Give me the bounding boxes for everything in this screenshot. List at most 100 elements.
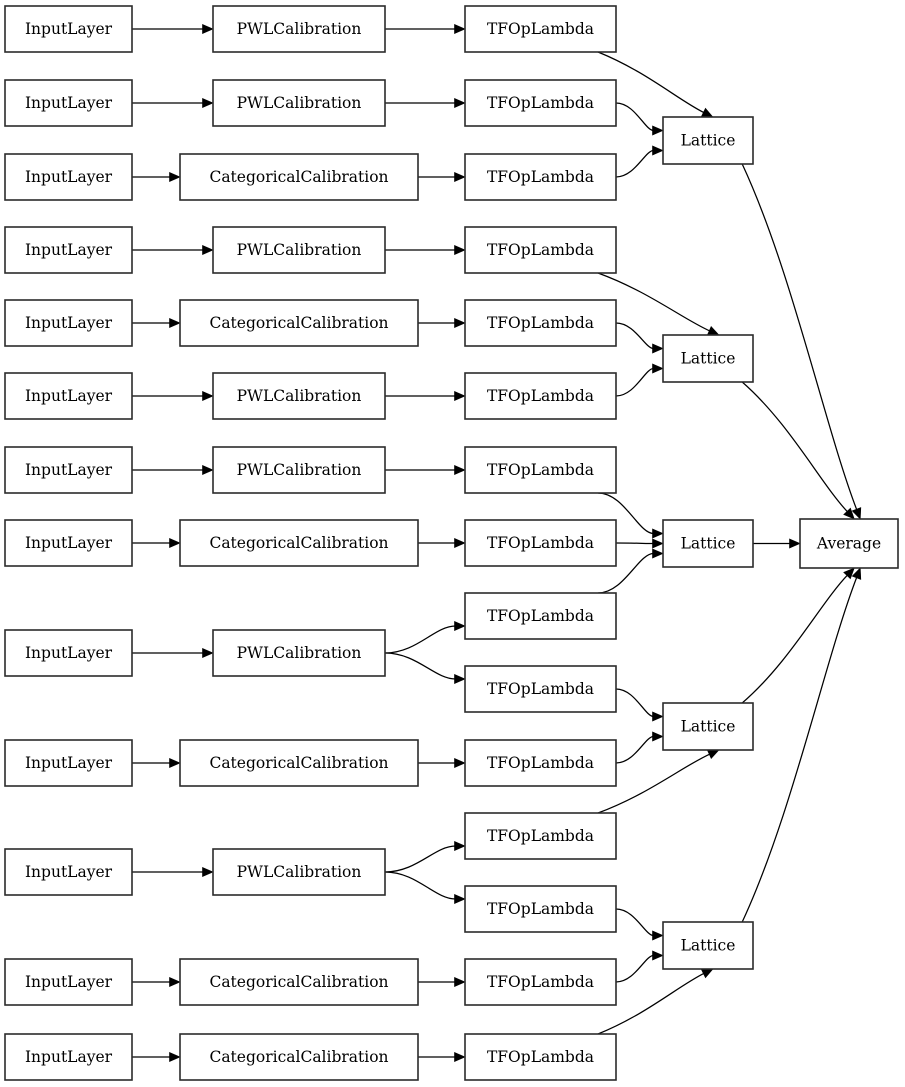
node-box[interactable]	[212, 226, 386, 274]
node-box[interactable]	[212, 372, 386, 420]
node-pwl-cal6[interactable]: PWLCalibration	[212, 372, 386, 420]
node-box[interactable]	[212, 446, 386, 494]
node-tfop-op7[interactable]: TFOpLambda	[464, 446, 617, 494]
node-categorical-cal3[interactable]: CategoricalCalibration	[179, 153, 419, 201]
node-categorical-cal5[interactable]: CategoricalCalibration	[179, 299, 419, 347]
node-box[interactable]	[464, 665, 617, 713]
node-box[interactable]	[179, 153, 419, 201]
node-tfop-op4[interactable]: TFOpLambda	[464, 226, 617, 274]
edge-op15-to-lat5	[597, 972, 705, 1035]
node-box[interactable]	[4, 958, 133, 1006]
node-box[interactable]	[212, 629, 386, 677]
node-box[interactable]	[464, 739, 617, 787]
node-input-in1[interactable]: InputLayer	[4, 5, 133, 53]
node-label: TFOpLambda	[487, 754, 594, 772]
node-lattice-lat5[interactable]: Lattice	[662, 921, 754, 970]
node-categorical-cal10[interactable]: CategoricalCalibration	[179, 739, 419, 787]
node-box[interactable]	[212, 5, 386, 53]
node-box[interactable]	[662, 921, 754, 970]
node-box[interactable]	[4, 519, 133, 567]
node-input-in3[interactable]: InputLayer	[4, 153, 133, 201]
node-categorical-cal13[interactable]: CategoricalCalibration	[179, 1033, 419, 1081]
node-box[interactable]	[464, 153, 617, 201]
node-lattice-lat2[interactable]: Lattice	[662, 334, 754, 383]
node-pwl-cal7[interactable]: PWLCalibration	[212, 446, 386, 494]
node-box[interactable]	[179, 299, 419, 347]
node-box[interactable]	[179, 1033, 419, 1081]
node-input-in10[interactable]: InputLayer	[4, 739, 133, 787]
node-input-in12[interactable]: InputLayer	[4, 958, 133, 1006]
node-box[interactable]	[464, 592, 617, 640]
node-box[interactable]	[464, 5, 617, 53]
node-tfop-op8[interactable]: TFOpLambda	[464, 519, 617, 567]
node-lattice-lat3[interactable]: Lattice	[662, 519, 754, 568]
node-input-in13[interactable]: InputLayer	[4, 1033, 133, 1081]
node-tfop-op12[interactable]: TFOpLambda	[464, 812, 617, 860]
node-tfop-op9[interactable]: TFOpLambda	[464, 592, 617, 640]
node-tfop-op15[interactable]: TFOpLambda	[464, 1033, 617, 1081]
node-pwl-cal2[interactable]: PWLCalibration	[212, 79, 386, 127]
node-box[interactable]	[464, 299, 617, 347]
node-box[interactable]	[4, 446, 133, 494]
node-box[interactable]	[179, 739, 419, 787]
node-box[interactable]	[464, 519, 617, 567]
node-box[interactable]	[4, 372, 133, 420]
node-label: InputLayer	[25, 644, 113, 662]
node-box[interactable]	[662, 519, 754, 568]
node-box[interactable]	[212, 848, 386, 896]
node-tfop-op1[interactable]: TFOpLambda	[464, 5, 617, 53]
node-box[interactable]	[662, 702, 754, 751]
node-input-in7[interactable]: InputLayer	[4, 446, 133, 494]
node-input-in5[interactable]: InputLayer	[4, 299, 133, 347]
node-box[interactable]	[464, 226, 617, 274]
node-box[interactable]	[4, 79, 133, 127]
node-pwl-cal9[interactable]: PWLCalibration	[212, 629, 386, 677]
node-tfop-op14[interactable]: TFOpLambda	[464, 958, 617, 1006]
edge-arrowhead	[202, 647, 214, 659]
node-box[interactable]	[464, 885, 617, 933]
node-box[interactable]	[179, 519, 419, 567]
node-pwl-cal4[interactable]: PWLCalibration	[212, 226, 386, 274]
node-categorical-cal8[interactable]: CategoricalCalibration	[179, 519, 419, 567]
node-box[interactable]	[464, 958, 617, 1006]
node-box[interactable]	[464, 372, 617, 420]
node-tfop-op6[interactable]: TFOpLambda	[464, 372, 617, 420]
node-tfop-op5[interactable]: TFOpLambda	[464, 299, 617, 347]
node-tfop-op11[interactable]: TFOpLambda	[464, 739, 617, 787]
node-input-in8[interactable]: InputLayer	[4, 519, 133, 567]
node-box[interactable]	[4, 299, 133, 347]
node-tfop-op10[interactable]: TFOpLambda	[464, 665, 617, 713]
node-box[interactable]	[464, 1033, 617, 1081]
node-tfop-op2[interactable]: TFOpLambda	[464, 79, 617, 127]
node-box[interactable]	[4, 153, 133, 201]
node-lattice-lat1[interactable]: Lattice	[662, 116, 754, 165]
node-box[interactable]	[464, 446, 617, 494]
node-input-in11[interactable]: InputLayer	[4, 848, 133, 896]
node-box[interactable]	[662, 116, 754, 165]
node-label: InputLayer	[25, 534, 113, 552]
node-box[interactable]	[4, 5, 133, 53]
edge-arrowhead	[169, 976, 181, 988]
node-box[interactable]	[464, 812, 617, 860]
node-box[interactable]	[799, 518, 899, 569]
node-input-in2[interactable]: InputLayer	[4, 79, 133, 127]
node-tfop-op13[interactable]: TFOpLambda	[464, 885, 617, 933]
node-box[interactable]	[4, 1033, 133, 1081]
node-box[interactable]	[4, 739, 133, 787]
node-tfop-op3[interactable]: TFOpLambda	[464, 153, 617, 201]
node-box[interactable]	[662, 334, 754, 383]
node-input-in9[interactable]: InputLayer	[4, 629, 133, 677]
node-box[interactable]	[4, 629, 133, 677]
node-box[interactable]	[4, 848, 133, 896]
node-lattice-lat4[interactable]: Lattice	[662, 702, 754, 751]
node-average-avg[interactable]: Average	[799, 518, 899, 569]
node-pwl-cal1[interactable]: PWLCalibration	[212, 5, 386, 53]
node-pwl-cal11[interactable]: PWLCalibration	[212, 848, 386, 896]
node-box[interactable]	[212, 79, 386, 127]
node-box[interactable]	[464, 79, 617, 127]
node-box[interactable]	[4, 226, 133, 274]
node-box[interactable]	[179, 958, 419, 1006]
node-input-in4[interactable]: InputLayer	[4, 226, 133, 274]
node-input-in6[interactable]: InputLayer	[4, 372, 133, 420]
node-categorical-cal12[interactable]: CategoricalCalibration	[179, 958, 419, 1006]
